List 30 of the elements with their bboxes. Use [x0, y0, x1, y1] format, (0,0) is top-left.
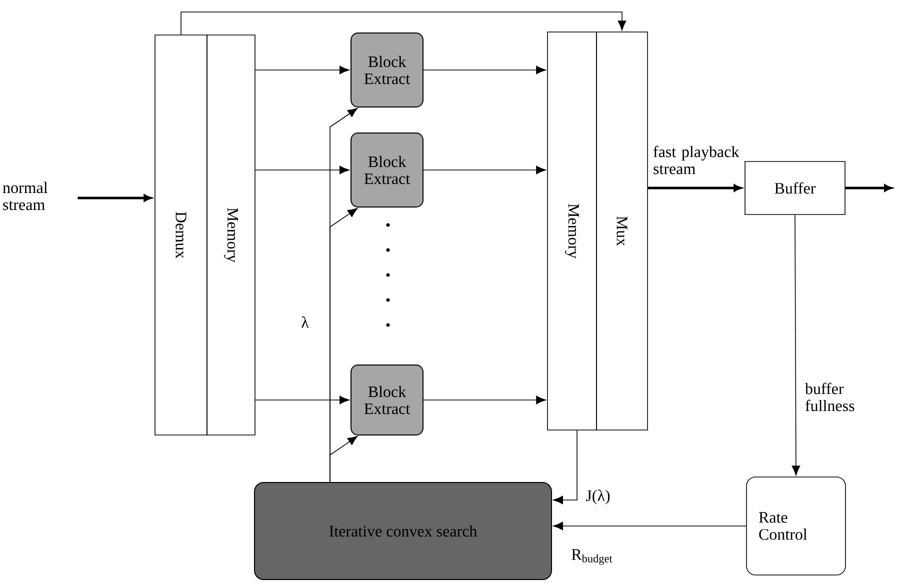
arrow — [423, 396, 546, 404]
buffer-box: Buffer — [744, 161, 846, 215]
arrow — [78, 194, 152, 202]
arrow — [553, 522, 746, 530]
module-column: Memory — [206, 34, 256, 436]
arrow — [255, 396, 350, 404]
arrow — [255, 66, 350, 74]
arrow — [792, 214, 800, 476]
arrow — [423, 66, 546, 74]
module-column: Demux — [154, 34, 208, 436]
edge-label: buffer fullness — [805, 382, 854, 412]
arrow — [553, 430, 578, 504]
arrow — [648, 184, 742, 192]
block-extract-box: Block Extract — [350, 32, 424, 108]
arrow — [330, 436, 358, 482]
rate-control-box: Rate Control — [746, 476, 846, 576]
arrow — [180, 12, 626, 35]
module-column: Memory — [547, 32, 597, 430]
arrow — [423, 166, 546, 174]
edge-label: fast playback stream — [654, 146, 740, 174]
edge-label: R$_{budget}$ — [572, 549, 612, 565]
stream-label: normal stream — [2, 182, 48, 210]
arrow — [255, 166, 350, 174]
edge-label: λ — [302, 316, 309, 328]
edge-label: J(λ) — [586, 490, 610, 504]
block-extract-box: Block Extract — [350, 132, 424, 208]
search-box: Iterative convex search — [254, 482, 552, 580]
block-extract-box: Block Extract — [350, 364, 424, 436]
module-column: Mux — [596, 32, 648, 430]
arrow — [845, 184, 892, 192]
